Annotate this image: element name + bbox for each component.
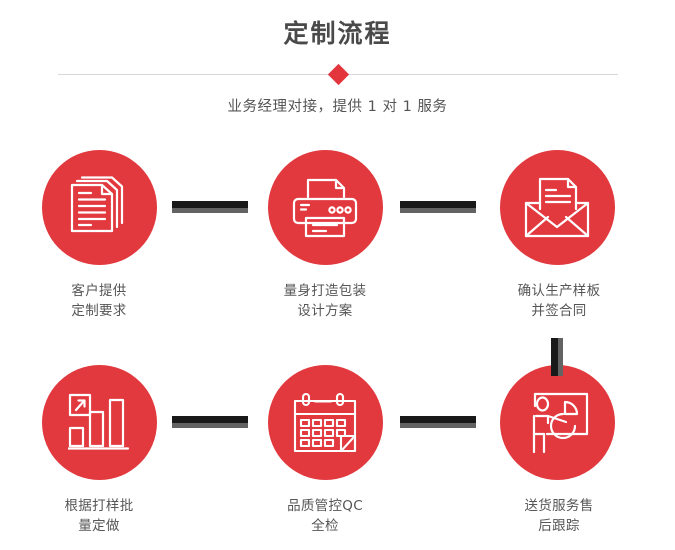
connector-step5-step6: [400, 416, 476, 428]
flow-step-3[interactable]: 确认生产样板 并签合同: [477, 150, 637, 321]
flow-step-1-circle[interactable]: [41, 150, 157, 265]
connector-step1-step2: [172, 201, 248, 213]
title-divider: [57, 63, 618, 86]
flow-step-6[interactable]: 送货服务售 后跟踪: [477, 365, 637, 536]
flow-step-1[interactable]: 客户提供 定制要求: [19, 150, 179, 321]
page-header: 定制流程 业务经理对接，提供 1 对 1 服务: [0, 0, 675, 117]
documents-stack-icon: [66, 175, 132, 241]
flow-step-1-label: 客户提供 定制要求: [71, 283, 127, 319]
page-title: 定制流程: [283, 19, 392, 48]
connector-grey-segment: [172, 208, 248, 213]
connector-grey-segment: [400, 423, 476, 428]
flow-step-6-circle[interactable]: [499, 365, 615, 480]
flow-step-4[interactable]: 根据打样批 量定做: [19, 365, 179, 536]
presenter-pie-chart-icon: [525, 392, 589, 454]
page-subtitle: 业务经理对接，提供 1 对 1 服务: [227, 99, 448, 115]
connector-step3-step6: [551, 338, 563, 376]
calendar-icon-wrap[interactable]: [267, 365, 383, 480]
connector-dark-segment: [400, 201, 476, 208]
connector-grey-segment: [172, 423, 248, 428]
process-flow: 客户提供 定制要求 量身打造包装 设计方案: [0, 150, 675, 550]
connector-step2-step3: [400, 201, 476, 213]
connector-dark-segment: [172, 201, 248, 208]
connector-grey-segment: [400, 208, 476, 213]
calendar-icon: [293, 392, 357, 454]
flow-step-3-label: 确认生产样板 并签合同: [517, 283, 601, 319]
envelope-letter-icon: [524, 177, 590, 239]
diamond-marker-icon: [327, 63, 349, 86]
flow-step-2[interactable]: 量身打造包装 设计方案: [245, 150, 405, 321]
connector-dark-segment: [551, 338, 558, 376]
flow-step-6-label: 送货服务售 后跟踪: [524, 498, 594, 534]
connector-grey-segment: [558, 338, 563, 376]
bar-chart-growth-icon: [68, 393, 130, 453]
flow-step-5[interactable]: 品质管控QC 全检: [245, 365, 405, 536]
flow-step-3-circle[interactable]: [499, 150, 615, 265]
printer-icon: [292, 177, 358, 239]
connector-dark-segment: [172, 416, 248, 423]
connector-step4-step5: [172, 416, 248, 428]
flow-step-2-circle[interactable]: [267, 150, 383, 265]
flow-step-5-label: 品质管控QC 全检: [287, 498, 363, 534]
flow-step-4-label: 根据打样批 量定做: [64, 498, 134, 534]
connector-dark-segment: [400, 416, 476, 423]
flow-step-4-circle[interactable]: [41, 365, 157, 480]
flow-step-2-label: 量身打造包装 设计方案: [283, 283, 367, 319]
